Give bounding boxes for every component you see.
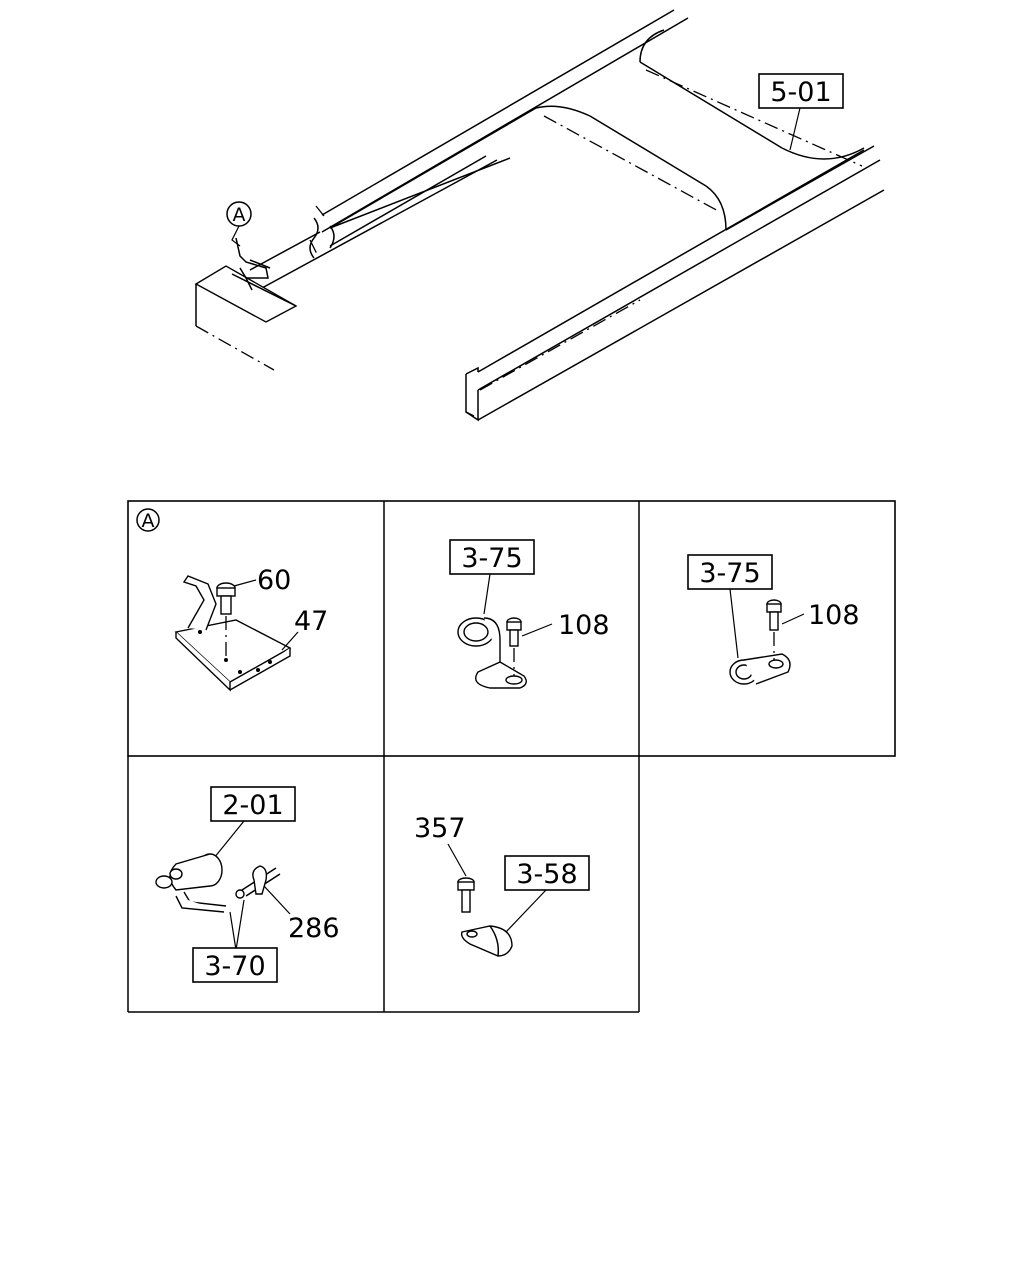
label-108-b: 108 (558, 610, 610, 641)
callout-frame-ref: 5-01 (758, 73, 844, 151)
detail-a-cell: A 60 47 (136, 508, 328, 692)
bolt-60-drawing (216, 582, 236, 660)
chassis-frame-drawing (194, 9, 885, 422)
clip-286-drawing (252, 865, 268, 895)
pump-2-01-drawing (155, 853, 227, 913)
detail-a-marker: A (142, 510, 155, 532)
label-2-01: 2-01 (222, 790, 283, 821)
label-3-58: 3-58 (516, 859, 577, 890)
detail-c-cell: 3-75 108 (687, 554, 860, 685)
label-3-75-c: 3-75 (699, 558, 760, 589)
label-47: 47 (294, 606, 328, 637)
label-3-75-b: 3-75 (461, 543, 522, 574)
bolt-357-drawing (457, 877, 475, 913)
bracket-47-drawing (174, 575, 292, 692)
label-3-70: 3-70 (204, 951, 265, 982)
clamp-3-58-drawing (460, 925, 513, 957)
clamp-3-75-drawing (457, 617, 527, 689)
bolt-108-b-drawing (506, 617, 522, 676)
callout-detail-a: A (226, 201, 252, 247)
detail-grid (127, 500, 896, 1013)
clamp-3-75-c-drawing (729, 653, 791, 685)
callout-a-text: A (233, 204, 246, 226)
detail-d-cell: 2-01 286 3-70 (155, 786, 340, 983)
detail-b-cell: 3-75 108 (449, 539, 610, 689)
label-357: 357 (414, 813, 466, 844)
label-60: 60 (257, 565, 291, 596)
frame-ref-label: 5-01 (770, 77, 831, 108)
bolt-108-c-drawing (766, 599, 782, 660)
label-108-c: 108 (808, 600, 860, 631)
detail-e-cell: 357 3-58 (414, 813, 590, 957)
label-286: 286 (288, 913, 340, 944)
